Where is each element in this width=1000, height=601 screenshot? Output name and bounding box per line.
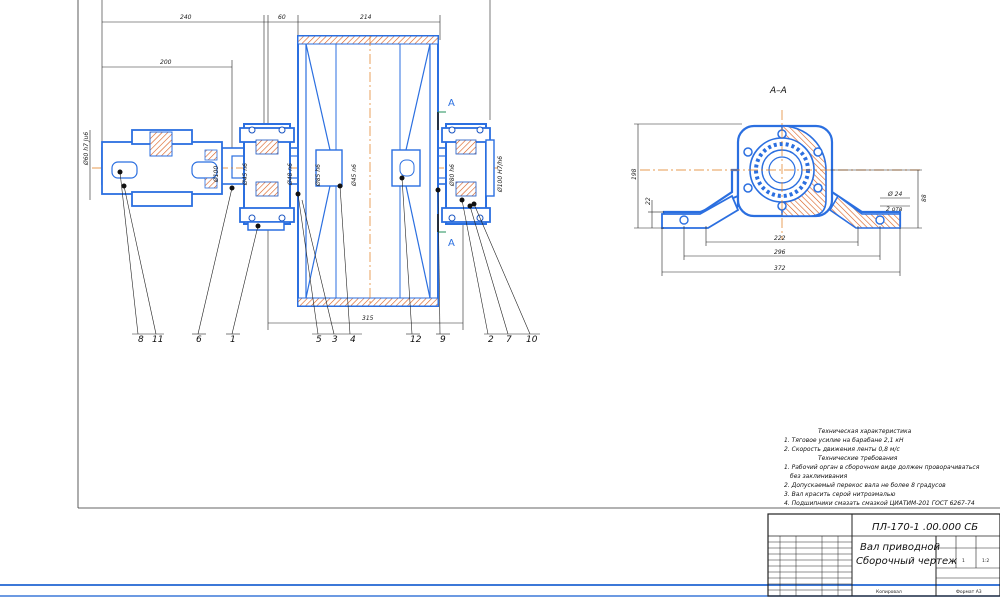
bearing-housing-right (441, 123, 495, 225)
designation: ПЛ-170-1 .00.000 СБ (872, 522, 978, 533)
notes-line3b: без заклинивания (790, 473, 848, 480)
section-dim-hole: Ø 24 (887, 191, 902, 198)
callout-10: 10 (526, 335, 538, 345)
callout-3: 3 (332, 335, 338, 345)
callout-12: 12 (410, 335, 422, 345)
notes-line2: 2. Скорость движения ленты 0,8 м/с (784, 446, 900, 453)
section-marker-bottom: А (448, 238, 455, 249)
notes-line4: 2. Допускаемый перекос вала не более 8 г… (784, 482, 946, 489)
section-marker-top: А (448, 98, 455, 109)
dim-315: 315 (362, 315, 374, 322)
leader-dots (117, 169, 477, 229)
callout-1: 1 (230, 335, 236, 345)
callout-5: 5 (316, 335, 322, 345)
dim-60: 60 (278, 14, 286, 21)
dim-shaft-d2: Ø45 n6 (242, 163, 249, 186)
bearing-housing-left (239, 123, 295, 231)
notes-line5: 3. Вал красить серой нитроэмалью (784, 491, 895, 498)
notes-line3: 1. Рабочий орган в сборочном виде должен… (784, 464, 980, 471)
leader-lines (119, 171, 540, 335)
dim-shaft-d3: Ø48 n6 (287, 163, 294, 186)
dim-right-diameter: Ø100 H7/h6 (497, 156, 504, 193)
section-dim-22: 22 (645, 197, 652, 205)
coupling (101, 129, 223, 207)
section-dim-198: 198 (631, 168, 638, 180)
dim-shaft-d5: Ø45 n6 (351, 164, 358, 187)
callout-9: 9 (440, 335, 446, 345)
section-dim-372: 372 (774, 265, 786, 272)
title-block (767, 513, 1000, 597)
section-title: А–А (769, 86, 787, 96)
notes-heading2: Технические требования (818, 455, 898, 462)
section-dim-296: 296 (774, 249, 786, 256)
notes-heading1: Техническая характеристика (818, 428, 912, 435)
callout-labels: 8 11 6 1 5 3 4 12 9 2 7 10 (138, 335, 538, 345)
section-view (640, 110, 920, 240)
callout-6: 6 (196, 335, 202, 345)
notes-line1: 1. Тяговое усилие на барабане 2,1 кН (784, 437, 904, 444)
technical-notes: Техническая характеристика 1. Тяговое ус… (784, 428, 980, 507)
section-dimensions (634, 123, 922, 276)
dim-shaft-d4: Ø85 h6 (315, 164, 322, 187)
callout-2: 2 (488, 335, 494, 345)
sheets-count: 1 (962, 558, 965, 564)
dim-shaft-d1: Ø100 (213, 166, 220, 183)
dim-200: 200 (160, 59, 172, 66)
callout-7: 7 (506, 335, 512, 345)
dim-left-height: Ø60 h7 Ju6 (83, 132, 90, 166)
dim-240: 240 (180, 14, 192, 21)
format-label: Формат А3 (956, 589, 982, 595)
dim-214: 214 (360, 14, 372, 21)
drum (297, 35, 439, 307)
part-name: Вал приводной (860, 542, 941, 553)
copied-label: Копировал (876, 589, 902, 595)
section-dim-holes-count: 2 отв (886, 206, 903, 213)
callout-4: 4 (350, 335, 356, 345)
dim-shaft-d6: Ø80 h6 (449, 164, 456, 187)
section-dim-88: 88 (921, 194, 928, 202)
section-dim-222: 222 (774, 235, 786, 242)
callout-11: 11 (152, 335, 163, 345)
callout-8: 8 (138, 335, 144, 345)
drawing-type: Сборочный чертеж (856, 555, 957, 567)
top-dimensions (89, 0, 491, 330)
section-markers (437, 111, 446, 233)
scale: 1:2 (982, 558, 989, 564)
notes-line6: 4. Подшипники смазать смазкой ЦИАТИМ-201… (784, 500, 975, 507)
